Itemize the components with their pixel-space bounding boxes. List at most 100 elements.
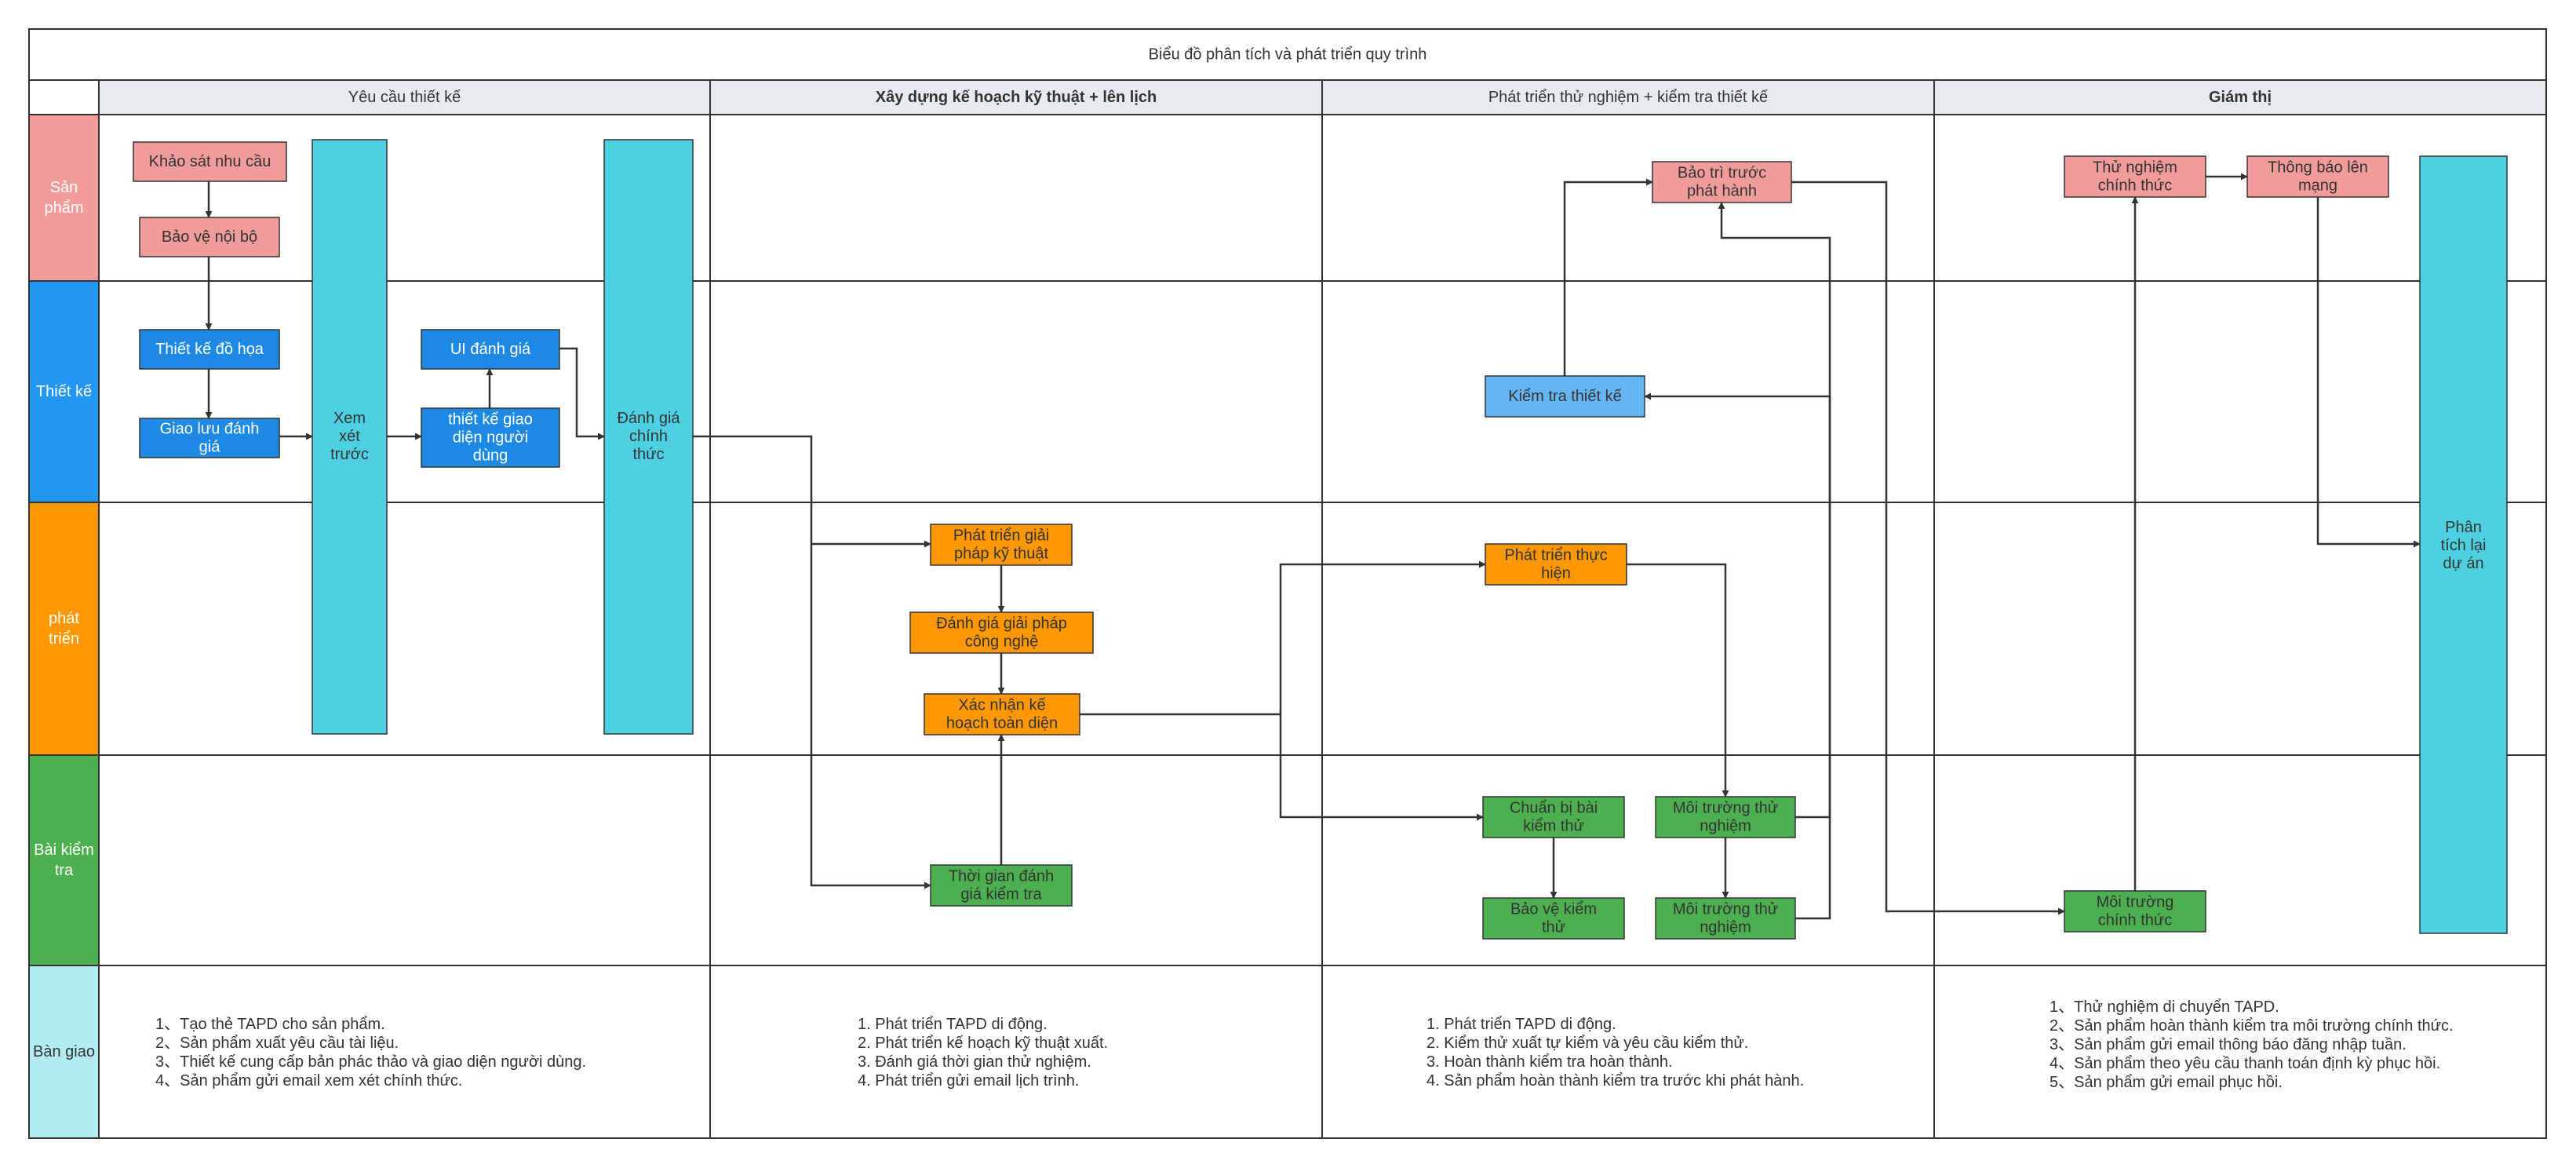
handover-item: 2. Kiểm thử xuất tự kiểm và yêu cầu kiểm… [1426,1035,1748,1052]
node-label: Phát triển thực [1504,547,1607,564]
node-label: kiểm thử [1523,818,1584,835]
node-label: nghiệm [1700,919,1751,936]
handover-item: 3、Sản phẩm gửi email thông báo đăng nhập… [2050,1036,2407,1053]
phase-header-1 [98,79,711,115]
handover-item: 4. Sản phẩm hoàn thành kiểm tra trước kh… [1426,1072,1804,1090]
node-box [1655,897,1796,940]
node-label: công nghệ [965,633,1038,651]
node-bao-ve-noi-bo[interactable]: Bảo vệ nội bộ [139,217,280,257]
node-label: tích lại [2441,537,2487,554]
node-box [1655,796,1796,838]
node-label: UI đánh giá [450,341,531,358]
phase-header-label: Yêu cầu thiết kế [348,89,461,106]
node-label: Bảo vệ nội bộ [162,228,257,246]
lane-label-text: Thiết kế [36,383,92,400]
handover-item: 4. Phát triển gửi email lịch trình. [858,1072,1079,1090]
node-label: Đánh giá [617,410,680,427]
edge-danh-gia-chinh-thuc-to-phat-trien-giai-phap [693,435,931,548]
node-label: thiết kế giao [448,411,533,429]
handover-item: 4、Sản phẩm theo yêu cầu thanh toán định … [2050,1055,2440,1072]
node-thiet-ke-do-hoa[interactable]: Thiết kế đồ họa [139,329,280,370]
phase-header-2 [709,79,1323,115]
lane-label-text: phẩm [44,199,83,217]
handover-list-3: 1. Phát triển TAPD di động. 2. Kiểm thử x… [1426,1016,1804,1090]
edge-bao-tri-truoc-to-moi-truong-chinh-thuc [1791,181,2065,915]
node-label: Kiểm tra thiết kế [1508,388,1622,405]
node-box [930,864,1073,907]
handover-list-2: 1. Phát triển TAPD di động.2. Phát triển… [858,1016,1108,1090]
lane-label-text: Bàn giao [33,1043,95,1060]
edge-moi-truong-2-to-bao-tri-truoc [1718,202,1831,920]
node-box [930,524,1073,566]
handover-item: 1. Phát triển TAPD di động. [858,1016,1048,1033]
handover-item: 4、Sản phẩm gửi email xem xét chính thức. [155,1072,462,1090]
handover-item: 3. Đánh giá thời gian thử nghiệm. [858,1053,1091,1071]
lane-label-design [28,280,100,503]
node-box [924,693,1080,735]
node-label: Bảo trì trước [1678,165,1766,182]
node-label: chính thức [2098,912,2173,929]
node-label: trước [330,446,369,463]
edge-thong-bao-len-mang-to-phan-tich-lai [2316,197,2421,548]
node-box [421,329,560,370]
node-label: thử [1542,919,1565,936]
node-box [909,611,1094,654]
diagram-border [28,28,2547,1139]
node-label: dự án [2443,555,2483,572]
edge-danh-gia-chinh-thuc-to-thoi-gian-danh-gia [810,544,931,889]
diagram-title: Biểu đồ phân tích và phát triển quy trìn… [1149,46,1427,64]
lane-label-text: Sản [50,179,78,196]
node-box [603,139,694,735]
node-label: nghiệm [1700,818,1751,835]
node-label: hiện [1541,565,1571,582]
node-box [1482,796,1625,838]
node-box [2246,155,2389,198]
node-label: Thông báo lên [2268,159,2368,177]
handover-item: 3、Thiết kế cung cấp bản phác thảo và gia… [155,1053,586,1071]
handover-item: 2、Sản phẩm xuất yêu cầu tài liệu. [155,1035,399,1052]
node-label: Môi trường thử [1673,901,1778,918]
node-label: Xác nhận kế [958,697,1045,714]
node-label: phát hành [1687,183,1757,200]
node-label: chính thức [2098,177,2173,195]
node-kiem-tra-thiet-ke[interactable]: Kiểm tra thiết kế [1485,375,1645,418]
node-label: giá kiểm tra [960,886,1042,903]
handover-item: 1. Phát triển TAPD di động. [1426,1016,1616,1033]
lane-label-text: triển [49,630,79,648]
node-box [1485,543,1627,586]
node-box [2419,155,2508,934]
node-label: Thiết kế đồ họa [155,341,264,358]
handover-item: 1、Thử nghiệm di chuyển TAPD. [2050,998,2279,1016]
node-label: Môi trường [2097,894,2174,911]
node-label: hoạch toàn diện [946,715,1058,732]
edge-xac-nhan-ke-hoach-to-phat-trien-thuc-hien [1080,560,1486,716]
node-ui-danh-gia[interactable]: UI đánh giá [421,329,560,370]
node-label: pháp kỹ thuật [954,546,1049,563]
handover-item: 1、Tạo thẻ TAPD cho sản phẩm. [155,1016,385,1033]
node-khao-sat[interactable]: Khảo sát nhu cầu [133,141,287,182]
node-box [139,329,280,370]
node-label: Khảo sát nhu cầu [149,153,271,170]
node-label: chính [629,428,668,445]
phase-header-label: Xây dựng kế hoạch kỹ thuật + lên lịch [876,89,1157,106]
node-label: thức [632,446,664,463]
handover-item: 2、Sản phẩm hoàn thành kiểm tra môi trườn… [2050,1017,2454,1035]
